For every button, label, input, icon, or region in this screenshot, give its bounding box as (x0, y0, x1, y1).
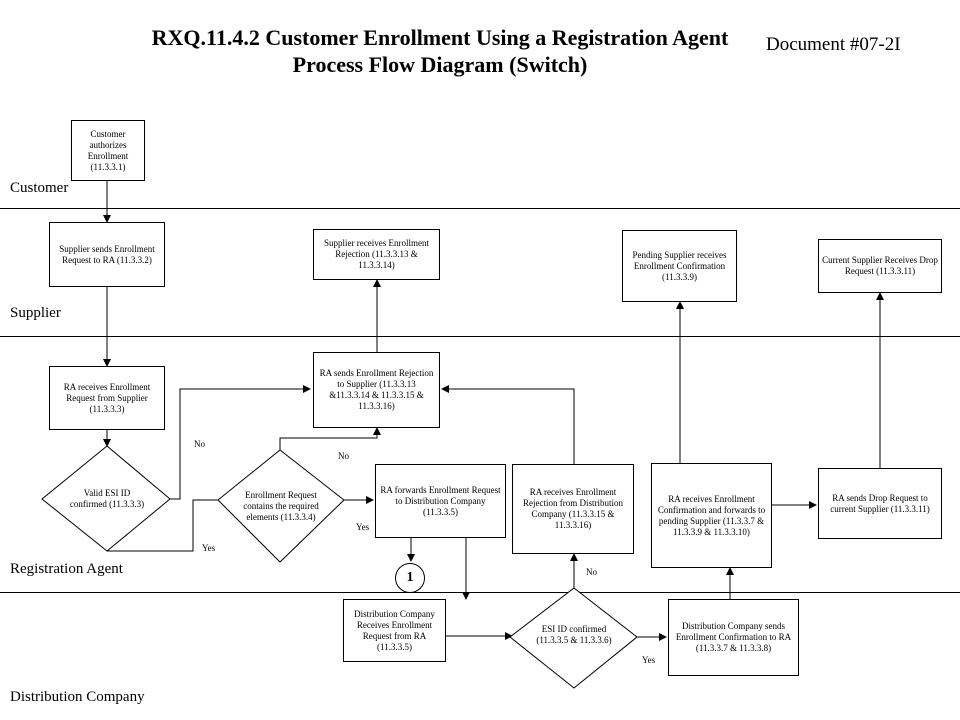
lane-divider-customer-supplier (0, 208, 960, 209)
node-current-supplier-drop: Current Supplier Receives Drop Request (… (818, 239, 942, 293)
diagram-title: RXQ.11.4.2 Customer Enrollment Using a R… (151, 25, 729, 77)
edge-label-valid-yes: Yes (202, 543, 216, 553)
decision-valid-esi (41, 445, 171, 552)
node-dc-sends-confirmation: Distribution Company sends Enrollment Co… (668, 599, 799, 676)
edge-label-contains-no: No (338, 451, 349, 461)
arrow-valid-no-to-rejection (170, 385, 311, 500)
edge-label-contains-yes: Yes (356, 522, 370, 532)
decision-esi-confirmed (509, 587, 638, 689)
lane-label-distribution-company: Distribution Company (10, 689, 145, 705)
decision-enrollment-contains-label: Enrollment Request contains the required… (243, 489, 319, 522)
arrow-valid-yes-to-contains (107, 496, 233, 552)
node-ra-sends-drop: RA sends Drop Request to current Supplie… (818, 468, 942, 539)
node-customer-authorizes: Customer authorizes Enrollment (11.3.3.1… (71, 120, 145, 181)
connector-1: 1 (395, 563, 425, 593)
edge-label-esi-no: No (586, 567, 597, 577)
node-pending-supplier-confirmation: Pending Supplier receives Enrollment Con… (622, 230, 737, 302)
edge-label-esi-yes: Yes (642, 655, 656, 665)
lane-label-supplier: Supplier (10, 305, 61, 321)
node-supplier-sends-request: Supplier sends Enrollment Request to RA … (49, 222, 165, 287)
node-dc-receives-request: Distribution Company Receives Enrollment… (343, 599, 446, 662)
decision-esi-confirmed-label: ESI ID confirmed (11.3.3.5 & 11.3.3.6) (536, 624, 612, 645)
node-ra-receives-confirmation: RA receives Enrollment Confirmation and … (651, 463, 772, 568)
decision-enrollment-contains (217, 449, 345, 563)
decision-valid-esi-label: Valid ESI ID confirmed (11.3.3.3) (69, 488, 145, 509)
lane-label-registration-agent: Registration Agent (10, 561, 123, 577)
lane-divider-ra-dc (0, 592, 960, 593)
node-supplier-receives-rejection: Supplier receives Enrollment Rejection (… (313, 229, 440, 280)
node-ra-forwards-request: RA forwards Enrollment Request to Distri… (375, 464, 506, 538)
node-ra-receives-request: RA receives Enrollment Request from Supp… (49, 366, 165, 430)
lane-divider-supplier-ra (0, 336, 960, 337)
arrow-ra-rejection-to-sends (441, 385, 575, 464)
edge-label-valid-no: No (194, 439, 205, 449)
document-number: Document #07-2I (766, 34, 901, 55)
lane-label-customer: Customer (10, 180, 69, 196)
node-ra-receives-rejection: RA receives Enrollment Rejection from Di… (512, 464, 634, 554)
node-ra-sends-rejection: RA sends Enrollment Rejection to Supplie… (313, 352, 440, 428)
arrow-contains-no-to-rejection (279, 427, 381, 450)
